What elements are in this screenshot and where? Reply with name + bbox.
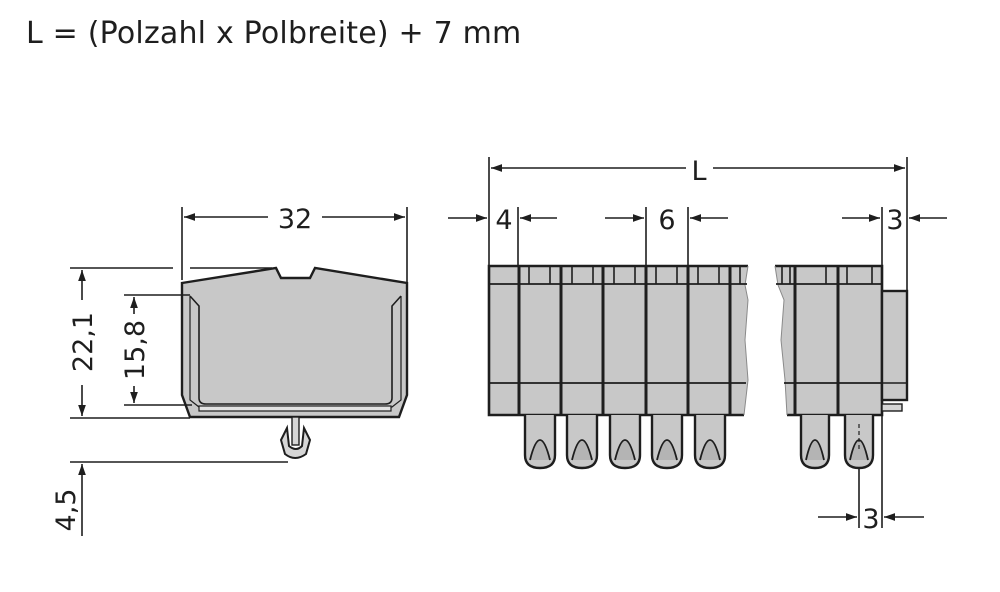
side-view: 32 22,1 15,8 4,5: [51, 204, 409, 536]
dim-width-32: 32: [278, 204, 312, 235]
dim-pitch-6: 6: [658, 205, 675, 236]
dim-foot-4-5: 4,5: [51, 489, 82, 532]
mounting-foot: [279, 416, 312, 459]
front-view: L 4 6: [448, 156, 908, 470]
dim-offset-3-top: 3: [886, 205, 903, 236]
dim-height-15-8: 15,8: [120, 320, 151, 380]
end-view: 3 3: [774, 205, 947, 535]
dim-endplate-4: 4: [495, 205, 512, 236]
pins-front: [523, 415, 727, 470]
side-body: [180, 266, 409, 419]
end-plate: [880, 289, 909, 402]
length-formula: L = (Polzahl x Polbreite) + 7 mm: [26, 16, 522, 51]
dim-length-L: L: [691, 156, 706, 187]
dim-offset-3-bottom: 3: [862, 504, 879, 535]
dim-height-22-1: 22,1: [68, 312, 99, 372]
